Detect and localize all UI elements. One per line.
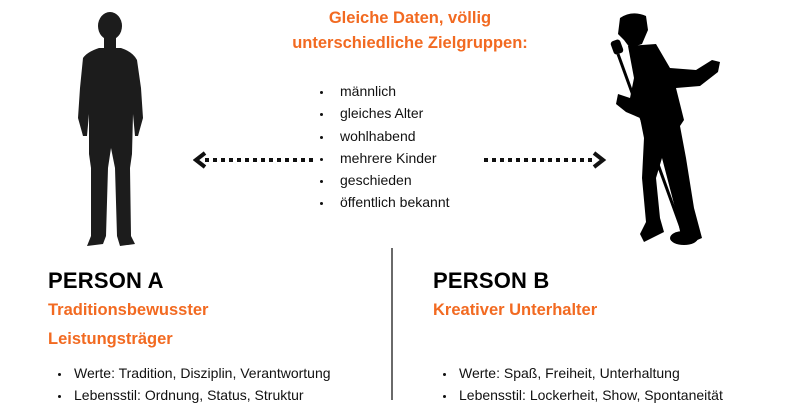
person-b-traits: Werte: Spaß, Freiheit, Unterhaltung Lebe… bbox=[433, 362, 793, 406]
list-item: Lebensstil: Ordnung, Status, Struktur bbox=[48, 384, 388, 406]
person-a-title: PERSON A bbox=[48, 268, 164, 293]
headline-line-2: unterschiedliche Zielgruppen: bbox=[292, 34, 528, 52]
headline: Gleiche Daten, völlig unterschiedliche Z… bbox=[260, 6, 560, 56]
list-item: geschieden bbox=[318, 169, 450, 191]
person-a-subtitle-line-2: Leistungsträger bbox=[48, 330, 173, 348]
person-a-section: PERSON A Traditionsbewusster Leistungstr… bbox=[48, 268, 388, 406]
list-item: Lebensstil: Lockerheit, Show, Spontaneit… bbox=[433, 384, 793, 406]
dotted-arrow-left-icon bbox=[193, 151, 313, 169]
dotted-arrow-right-icon bbox=[484, 151, 607, 169]
list-item: öffentlich bekannt bbox=[318, 191, 450, 213]
list-item: Werte: Spaß, Freiheit, Unterhaltung bbox=[433, 362, 793, 384]
shared-traits-list: männlich gleiches Alter wohlhabend mehre… bbox=[318, 80, 450, 214]
person-a-subtitle-line-1: Traditionsbewusster bbox=[48, 301, 209, 319]
person-b-title: PERSON B bbox=[433, 268, 550, 293]
singer-silhouette-icon bbox=[610, 13, 720, 245]
list-item: mehrere Kinder bbox=[318, 147, 450, 169]
person-b-section: PERSON B Kreativer Unterhalter Werte: Sp… bbox=[433, 268, 793, 406]
list-item: Werte: Tradition, Disziplin, Verantwortu… bbox=[48, 362, 388, 384]
list-item: gleiches Alter bbox=[318, 102, 450, 124]
list-item: männlich bbox=[318, 80, 450, 102]
person-b-subtitle: Kreativer Unterhalter bbox=[433, 301, 598, 319]
list-item: wohlhabend bbox=[318, 125, 450, 147]
person-a-traits: Werte: Tradition, Disziplin, Verantwortu… bbox=[48, 362, 388, 406]
headline-line-1: Gleiche Daten, völlig bbox=[328, 9, 492, 27]
standing-man-silhouette-icon bbox=[78, 12, 143, 246]
column-divider bbox=[391, 248, 393, 400]
